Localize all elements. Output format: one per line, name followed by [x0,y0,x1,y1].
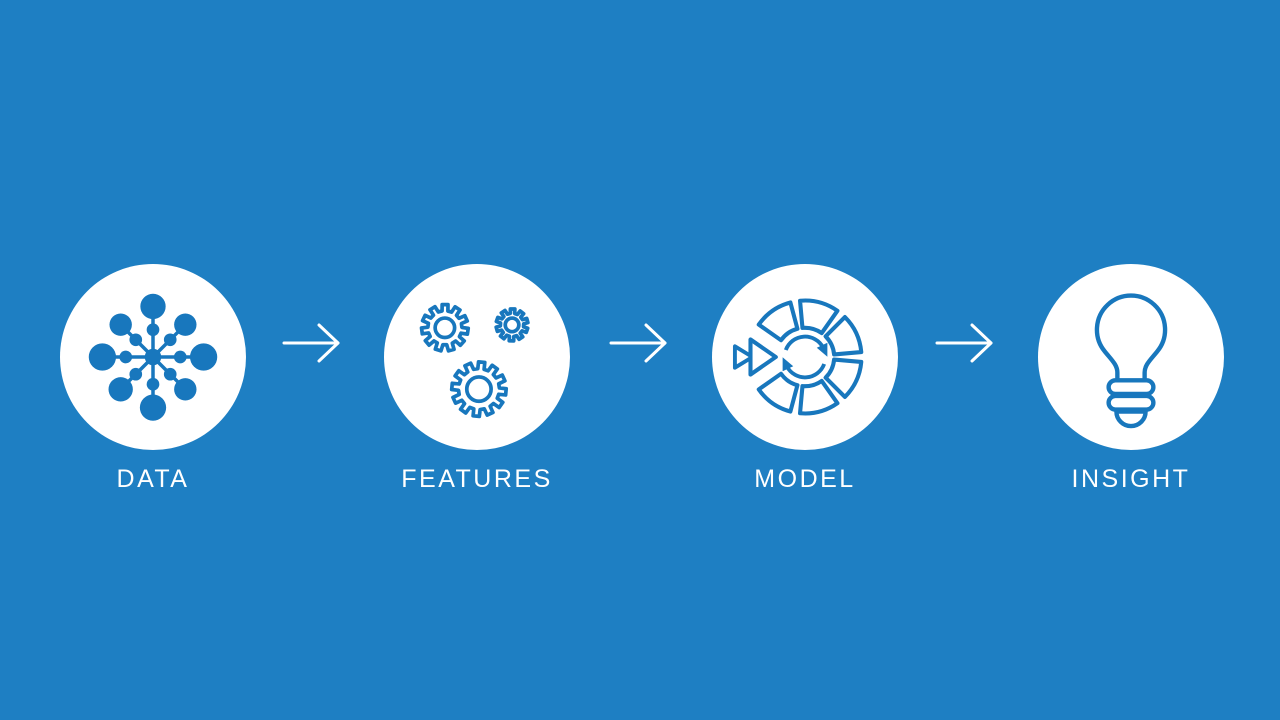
model-cycle-icon [732,298,864,416]
model-circle [712,264,898,450]
lightbulb-icon [1094,293,1168,429]
stage-features: FEATURES [347,264,607,494]
stage-label-insight: INSIGHT [1071,465,1191,493]
right-arrow-icon [609,323,667,363]
right-arrow-icon [282,323,340,363]
stage-insight: INSIGHT [1001,264,1261,494]
features-circle [384,264,570,450]
stage-label-features: FEATURES [401,465,553,493]
stage-data: DATA [23,264,283,494]
right-arrow-icon [935,323,993,363]
stage-label-data: DATA [116,465,190,493]
data-circle [60,264,246,450]
data-network-icon [88,293,218,421]
insight-circle [1038,264,1224,450]
gears-icon [419,302,530,419]
stage-model: MODEL [675,264,935,494]
stage-label-model: MODEL [754,465,856,493]
